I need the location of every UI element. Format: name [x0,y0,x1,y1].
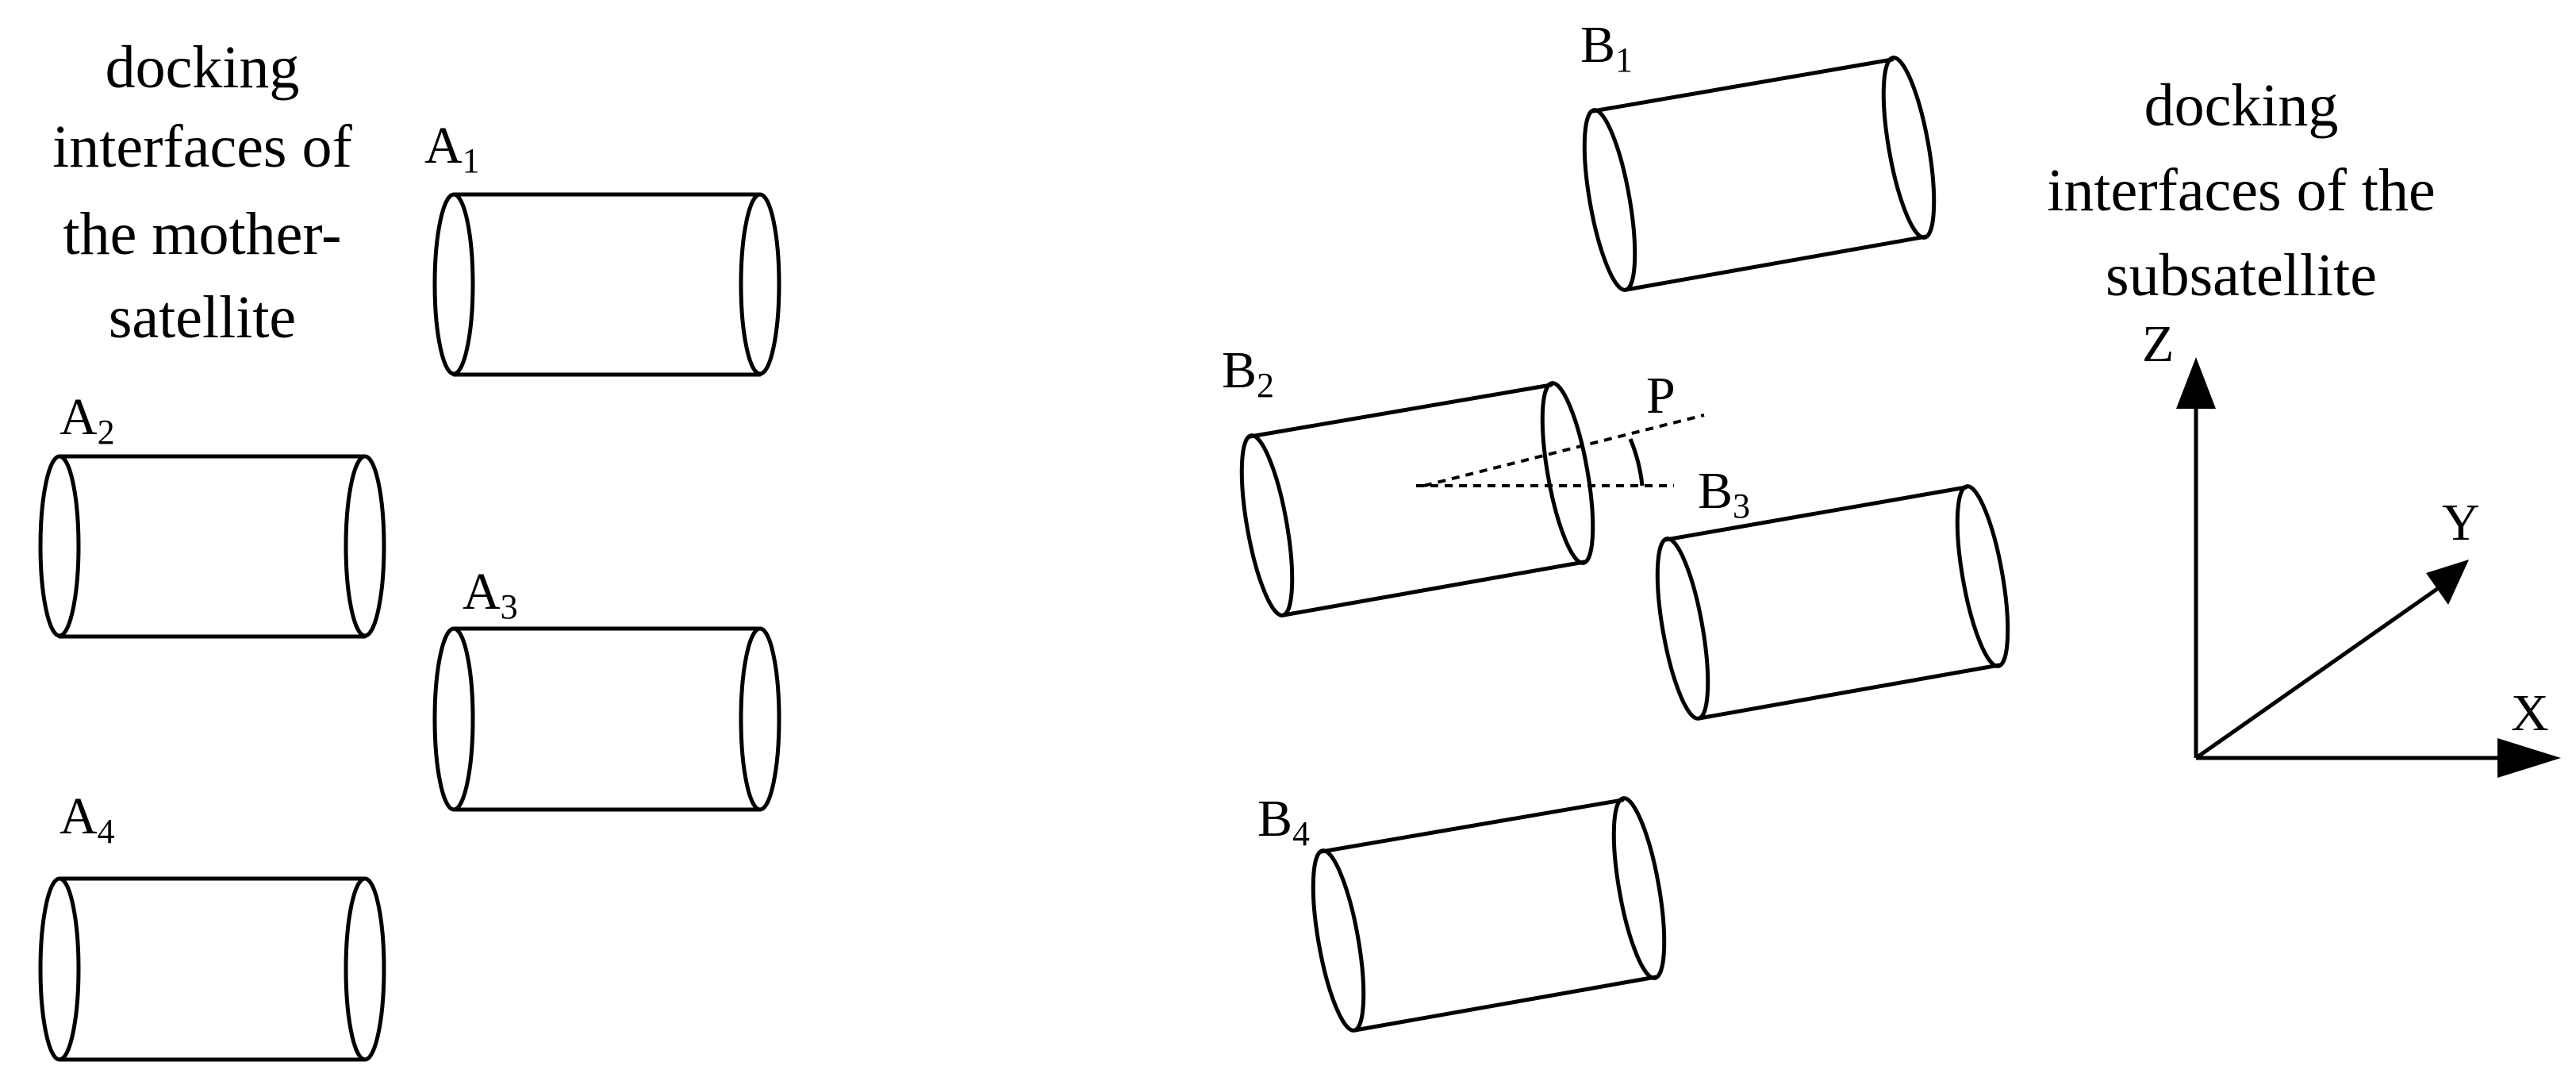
angle-arc [1628,438,1645,487]
interface-a2: A2 [38,388,386,639]
x-axis-label: X [2511,684,2549,742]
label-a1: A1 [424,117,480,180]
z-axis-label: Z [2142,315,2174,373]
caption-line: interfaces of the [2047,157,2436,224]
caption-line: docking [106,34,300,101]
deviation-angle-p: P [1416,367,1705,487]
z-arrow-icon [2176,357,2216,409]
subsatellite-caption: docking interfaces of the subsatellite [2047,72,2436,309]
label-b2: B2 [1222,341,1274,405]
interface-b1: B1 [1580,16,1937,292]
caption-line: docking [2144,72,2339,139]
label-b3: B3 [1698,462,1750,525]
y-axis-label: Y [2442,494,2480,552]
label-b4: B4 [1257,790,1310,853]
label-a2: A2 [60,388,115,452]
interface-a3: A3 [432,563,781,812]
label-a3: A3 [463,563,518,626]
interface-a1: A1 [424,117,781,377]
label-a4: A4 [60,787,115,851]
caption-line: subsatellite [2106,242,2377,309]
y-arrow-icon [2426,560,2469,605]
caption-line: the mother- [63,201,342,267]
interface-a4: A4 [38,787,386,1062]
interface-b4: B4 [1257,790,1667,1033]
caption-line: satellite [109,284,296,351]
interface-b2: B2 [1222,341,1595,617]
label-b1: B1 [1580,16,1633,79]
interface-b3: B3 [1655,462,2010,721]
coordinate-axes: Z Y X [2142,315,2561,778]
y-axis [2194,587,2439,760]
angle-label: P [1646,367,1676,425]
offset-axis-line [1423,414,1705,487]
x-arrow-icon [2497,738,2561,778]
caption-line: interfaces of [52,113,352,180]
mother-satellite-caption: docking interfaces of the mother- satell… [52,34,352,351]
